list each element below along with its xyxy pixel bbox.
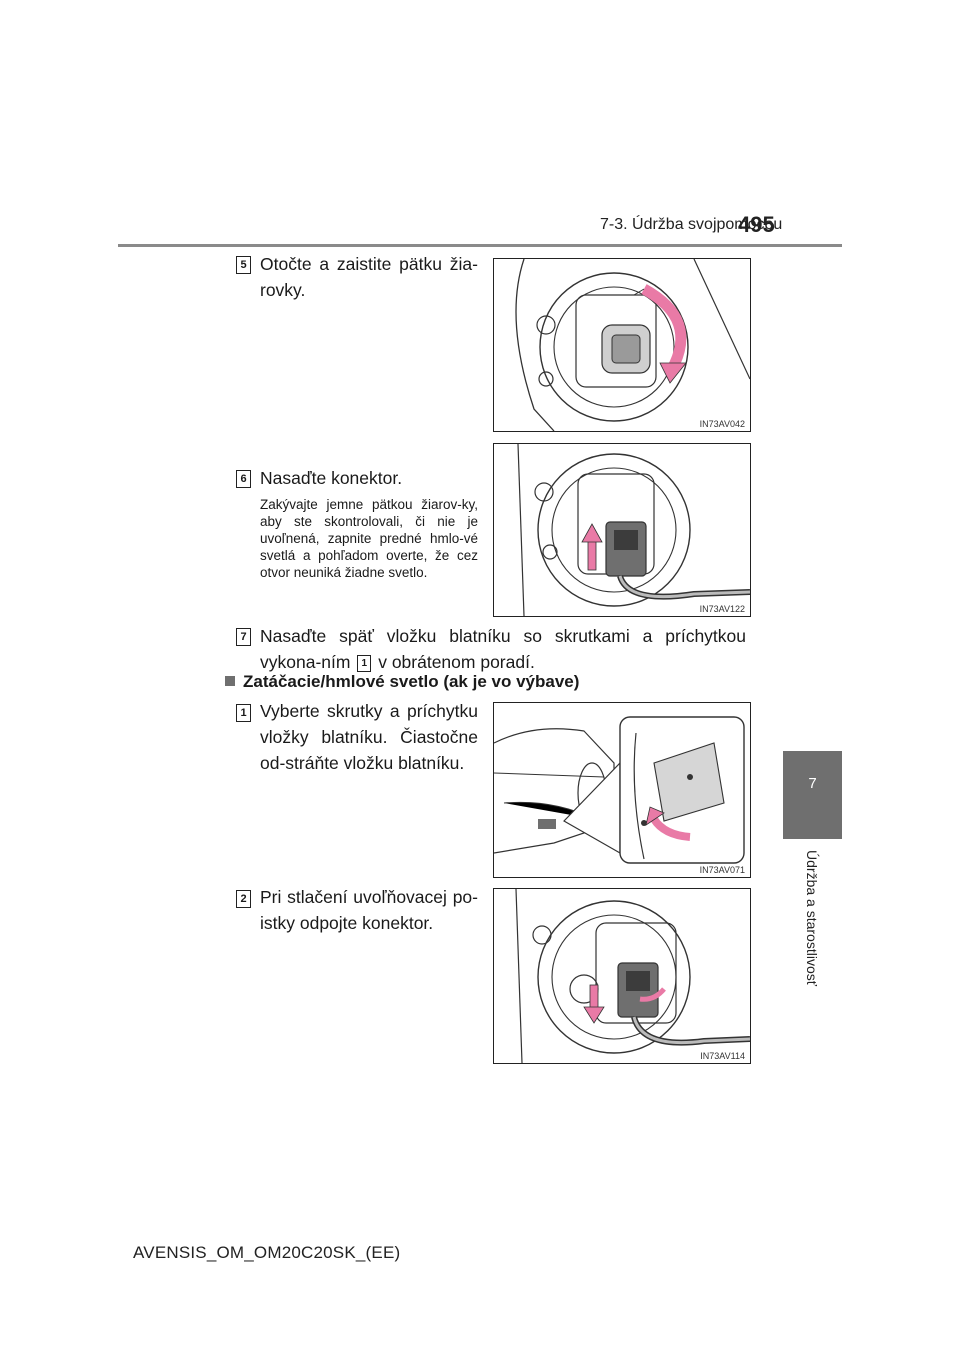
ref-badge: 1 — [357, 655, 372, 672]
step-badge: 2 — [236, 890, 251, 908]
square-bullet-icon — [225, 676, 235, 686]
fender-liner-illustration — [494, 716, 745, 864]
figure-connector-attach: IN73AV122 — [493, 443, 751, 617]
step-text: Vyberte skrutky a príchytku vložky blatn… — [260, 701, 478, 773]
chapter-tab: 7 — [783, 751, 842, 839]
step-badge: 5 — [236, 256, 251, 274]
step-text: Otočte a zaistite pätku žia-rovky. — [260, 254, 478, 300]
figure-code: IN73AV114 — [699, 1051, 746, 1061]
step-text-before: Nasaďte späť vložku blatníku so skrutkam… — [260, 626, 746, 672]
step-badge: 1 — [236, 704, 251, 722]
section-heading: Zatáčacie/hmlové svetlo (ak je vo výbave… — [225, 672, 579, 692]
document-id: AVENSIS_OM_OM20C20SK_(EE) — [133, 1243, 401, 1262]
bulb-socket-illustration — [515, 259, 750, 431]
chapter-number: 7 — [808, 775, 817, 792]
step-7-text: Nasaďte späť vložku blatníku so skrutkam… — [260, 623, 746, 675]
figure-fender-liner: IN73AV071 — [493, 702, 751, 878]
connector-illustration — [517, 444, 750, 616]
page-number: 495 — [738, 212, 775, 237]
step-badge: 7 — [236, 628, 251, 646]
chapter-title: Údržba a starostlivosť — [804, 850, 820, 986]
step-text: Nasaďte konektor. — [260, 468, 403, 488]
section-title: 7-3. Údržba svojpomocou — [600, 216, 783, 233]
figure-code: IN73AV071 — [698, 865, 746, 875]
connector-detach-illustration — [515, 889, 750, 1063]
figure-bulb-rotate: IN73AV042 — [493, 258, 751, 432]
section-title-text: Zatáčacie/hmlové svetlo (ak je vo výbave… — [243, 672, 580, 691]
header-rule — [118, 244, 842, 247]
step-text: Pri stlačení uvoľňovacej po-istky odpojt… — [260, 887, 478, 933]
step-badge: 6 — [236, 470, 251, 488]
figure-connector-detach: IN73AV114 — [493, 888, 751, 1064]
step-note: Zakývajte jemne pätkou žiarov-ky, aby st… — [260, 497, 478, 580]
figure-code: IN73AV122 — [698, 604, 746, 614]
step-text-after: v obrátenom poradí. — [378, 652, 535, 672]
figure-code: IN73AV042 — [698, 419, 746, 429]
